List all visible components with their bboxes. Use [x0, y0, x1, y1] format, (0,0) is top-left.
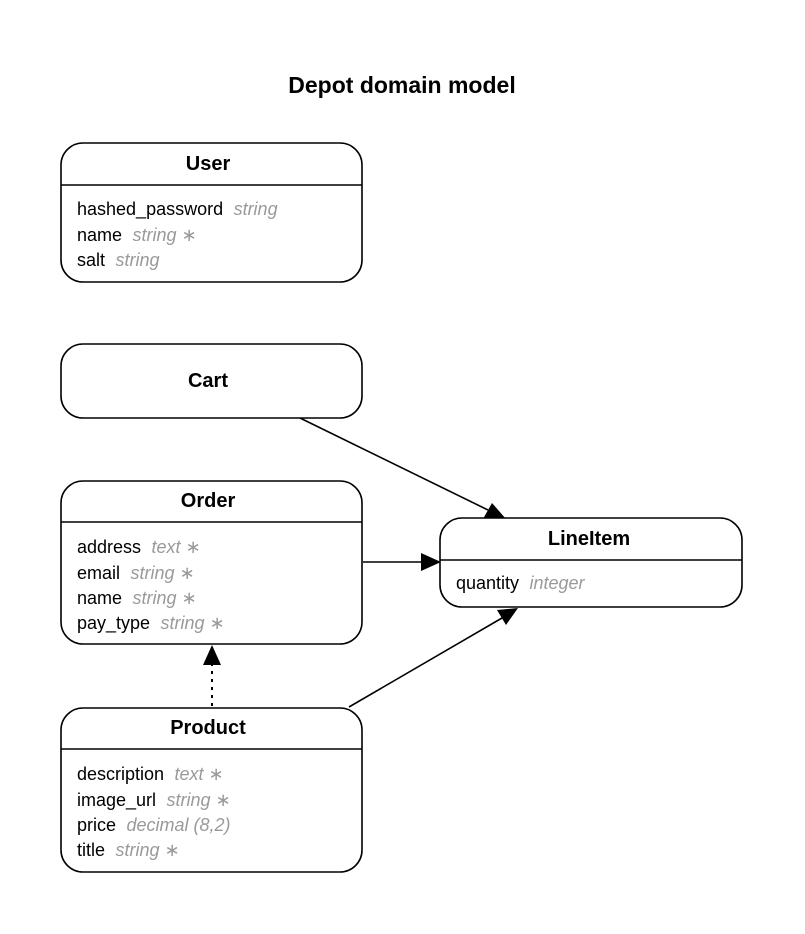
arrowhead-order-lineitem	[421, 553, 441, 571]
entity-name: User	[186, 153, 231, 175]
attribute-type: string ∗	[132, 588, 196, 608]
attribute-name: email	[77, 563, 120, 583]
attribute-name: description	[77, 764, 164, 784]
entity-order[interactable]: Order address text ∗ email string ∗ name…	[60, 480, 363, 645]
attribute-type: decimal (8,2)	[126, 815, 230, 835]
attribute-name: address	[77, 537, 141, 557]
attribute-row: pay_type string ∗	[77, 613, 225, 634]
attribute-name: quantity	[456, 573, 519, 593]
attribute-row: salt string	[77, 250, 159, 270]
attribute-row: hashed_password string	[77, 199, 278, 220]
attribute-type: text ∗	[175, 764, 224, 784]
arrowhead-cart-lineitem	[483, 503, 506, 519]
entity-lineitem[interactable]: LineItem quantity integer	[439, 517, 743, 608]
attribute-row: email string ∗	[77, 563, 195, 583]
relationship-product-lineitem	[348, 608, 518, 708]
entity-name: Order	[181, 490, 236, 512]
attribute-type: string	[115, 250, 159, 270]
attribute-row: description text ∗	[77, 764, 224, 784]
attribute-type: string ∗	[132, 225, 196, 245]
entity-name: Cart	[188, 370, 228, 392]
entity-name: LineItem	[548, 528, 630, 550]
attribute-name: hashed_password	[77, 199, 223, 220]
relationship-cart-lineitem	[299, 417, 506, 519]
attribute-name: name	[77, 225, 122, 245]
attribute-row: name string ∗	[77, 225, 197, 245]
attribute-name: pay_type	[77, 613, 150, 634]
attribute-type: string ∗	[130, 563, 194, 583]
attribute-type: string ∗	[167, 790, 231, 810]
entity-user[interactable]: User hashed_password string name string …	[60, 142, 363, 283]
arrowhead-product-lineitem	[497, 608, 518, 625]
attribute-type: integer	[530, 573, 586, 593]
attribute-row: address text ∗	[77, 537, 201, 557]
relationship-product-order	[203, 645, 221, 706]
attribute-type: string	[234, 199, 278, 219]
diagram-title: Depot domain model	[288, 72, 515, 98]
attribute-name: title	[77, 840, 105, 860]
attribute-row: title string ∗	[77, 840, 180, 860]
attribute-row: name string ∗	[77, 588, 197, 608]
attribute-row: quantity integer	[456, 573, 586, 593]
relationship-order-lineitem	[363, 553, 441, 571]
entity-product[interactable]: Product description text ∗ image_url str…	[60, 707, 363, 873]
attribute-type: string ∗	[161, 613, 225, 633]
attribute-type: string ∗	[115, 840, 179, 860]
attribute-row: price decimal (8,2)	[77, 815, 231, 835]
arrowhead-product-order	[203, 645, 221, 665]
entity-cart[interactable]: Cart	[60, 343, 363, 419]
attribute-name: image_url	[77, 790, 156, 811]
attribute-name: name	[77, 588, 122, 608]
attribute-name: salt	[77, 250, 105, 270]
attribute-type: text ∗	[152, 537, 201, 557]
attribute-row: image_url string ∗	[77, 790, 231, 811]
entity-name: Product	[170, 717, 246, 739]
attribute-name: price	[77, 815, 116, 835]
